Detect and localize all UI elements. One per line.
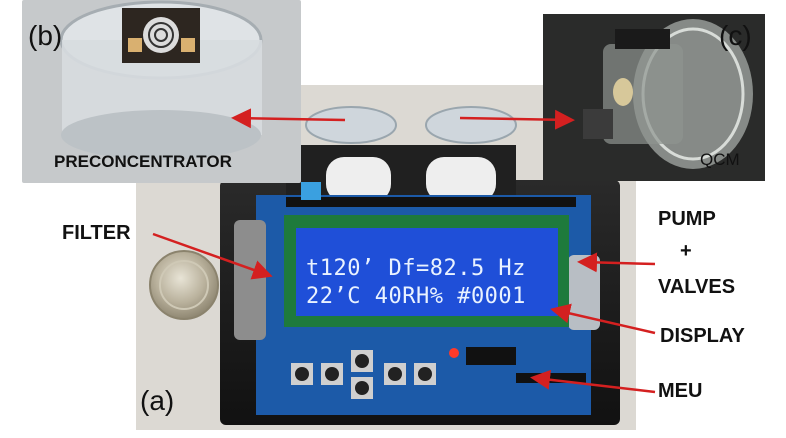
label-c: (c) (719, 20, 752, 51)
arrow-qcm (459, 109, 575, 130)
arrow-preconcentrator (231, 108, 346, 129)
label-meu: MEU (658, 380, 703, 402)
lcd-line-1: t120’ Df=82.5 Hz (306, 256, 526, 281)
preconcentrator-photo (22, 0, 301, 183)
arrow-pump (577, 252, 656, 273)
label-pump: PUMP (658, 208, 716, 230)
lcd-screen (296, 228, 558, 316)
qcm-photo (543, 14, 765, 181)
label-preconcentrator: PRECONCENTRATOR (54, 152, 232, 171)
pump-valves (568, 255, 600, 330)
label-display: DISPLAY (660, 325, 745, 347)
label-plus: + (680, 240, 692, 262)
jar-left (305, 106, 397, 144)
lcd-line-2: 22’C 40RH% #0001 (306, 284, 526, 309)
label-b: (b) (28, 20, 63, 51)
jar-right (425, 106, 517, 144)
label-qcm: QCM (700, 150, 740, 169)
arrow-filter (152, 232, 273, 280)
label-filter: FILTER (62, 222, 131, 244)
filter-cylinder (234, 220, 266, 340)
arrow-display (550, 303, 656, 335)
label-a: (a) (140, 385, 175, 416)
arrow-meu (530, 369, 656, 394)
label-valves: VALVES (658, 276, 736, 298)
